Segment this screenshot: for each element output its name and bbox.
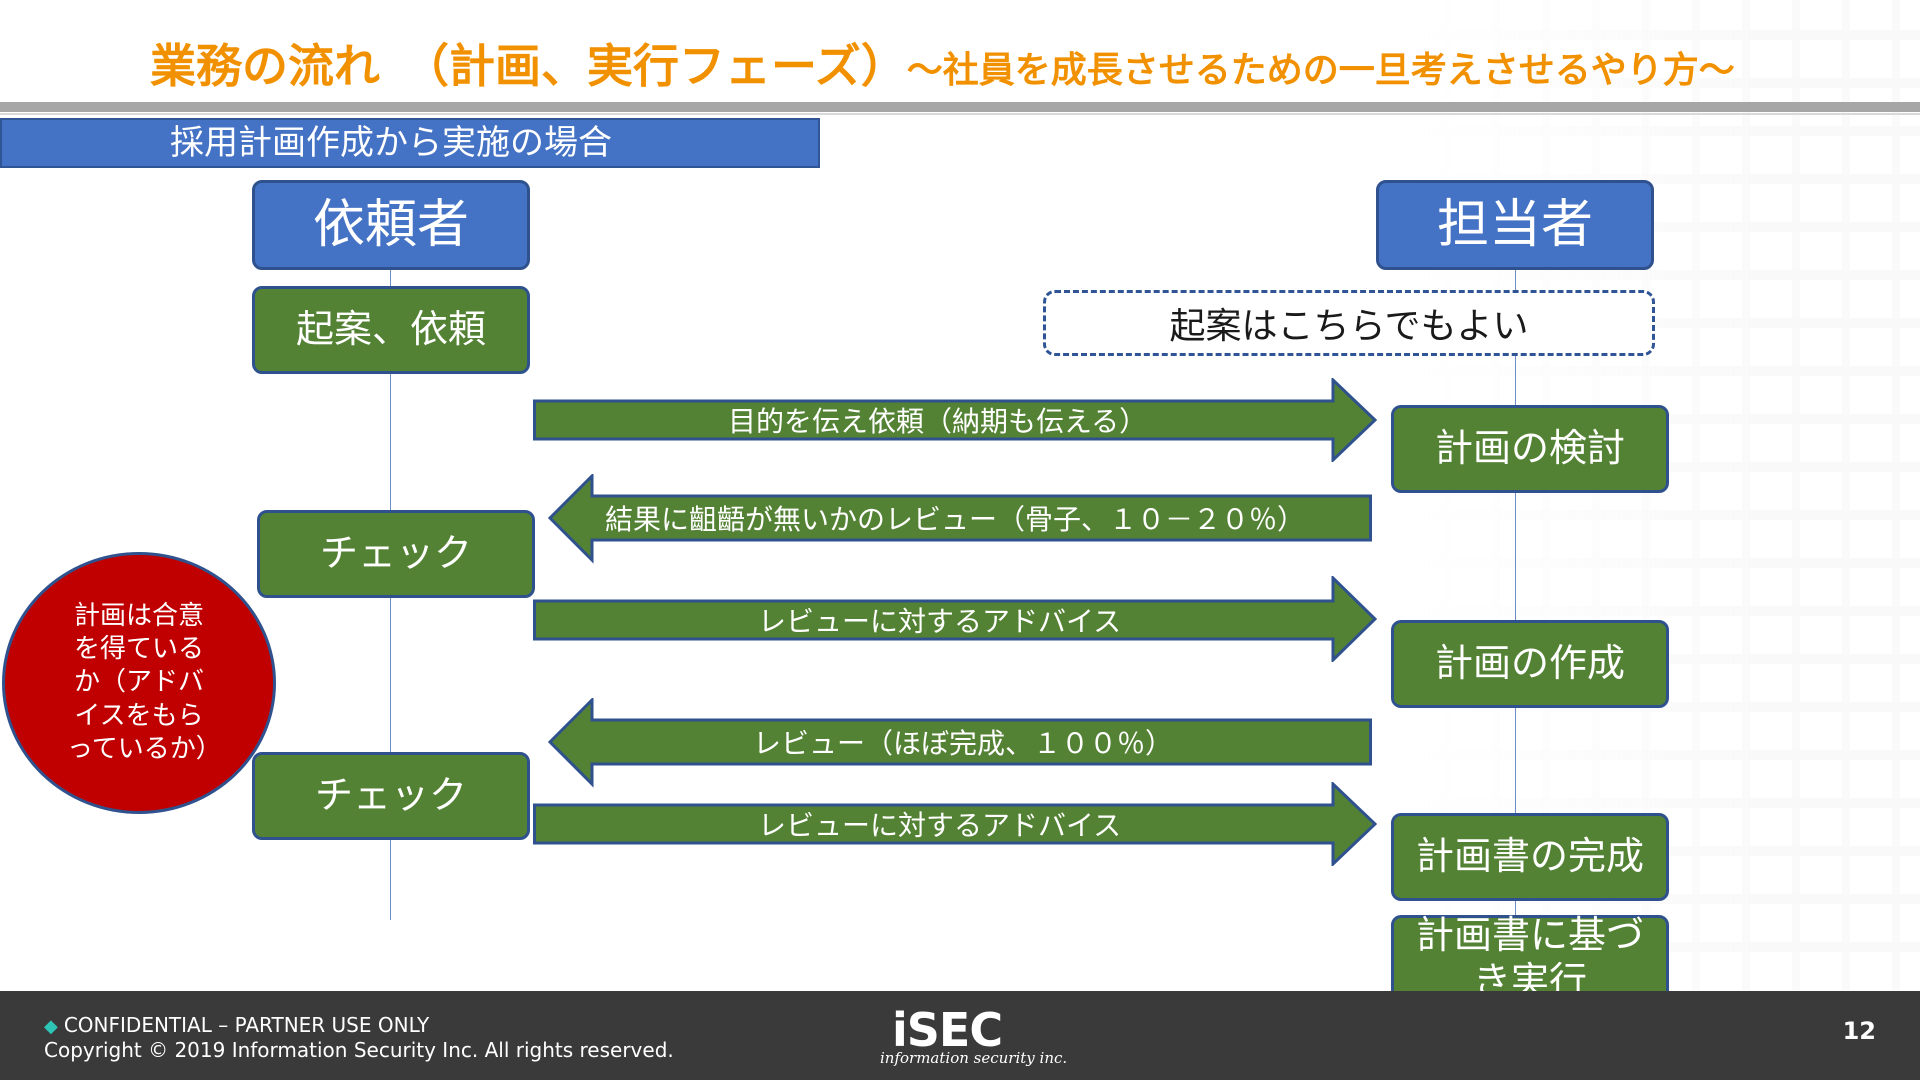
step-plan-complete: 計画書の完成 — [1391, 813, 1669, 901]
arrow-review-advice-1: レビューに対するアドバイス — [533, 576, 1378, 662]
arrow-review-near-complete: レビュー（ほぼ完成、１００％） — [547, 698, 1372, 788]
confidential-label: ◆CONFIDENTIAL – PARTNER USE ONLY — [44, 1013, 429, 1037]
draft-alternative-note: 起案はこちらでもよい — [1043, 290, 1655, 356]
arrow-request-purpose: 目的を伝え依頼（納期も伝える） — [533, 378, 1378, 462]
arrow-label: レビューに対するアドバイス — [758, 809, 1122, 842]
arrow-right-shape — [533, 782, 1378, 866]
arrow-label: レビューに対するアドバイス — [758, 605, 1122, 638]
step-plan-create: 計画の作成 — [1391, 620, 1669, 708]
confidential-text: CONFIDENTIAL – PARTNER USE ONLY — [63, 1013, 430, 1037]
company-logo: iSEC information security inc. — [880, 1003, 1067, 1069]
arrow-right-shape — [533, 378, 1378, 462]
step-check-2: チェック — [252, 752, 530, 840]
slide-title: 業務の流れ （計画、実行フェーズ）～社員を成長させるための一旦考えさせるやり方～ — [150, 30, 1735, 96]
arrow-label: 目的を伝え依頼（納期も伝える） — [728, 405, 1148, 438]
arrow-left-shape — [547, 474, 1372, 564]
footer: ◆CONFIDENTIAL – PARTNER USE ONLY Copyrig… — [0, 991, 1920, 1080]
logo-main: iSEC — [892, 1003, 1003, 1057]
arrow-label: 結果に齟齬が無いかのレビュー（骨子、１０－２０％） — [605, 503, 1306, 536]
section-banner: 採用計画作成から実施の場合 — [0, 118, 820, 168]
title-subtitle: ～社員を成長させるための一旦考えさせるやり方～ — [906, 50, 1735, 91]
step-plan-review: 計画の検討 — [1391, 405, 1669, 493]
title-divider-thin — [0, 113, 1920, 115]
diamond-icon: ◆ — [44, 1016, 58, 1037]
arrow-review-outline: 結果に齟齬が無いかのレビュー（骨子、１０－２０％） — [547, 474, 1372, 564]
arrow-left-shape — [547, 698, 1372, 788]
step-check-1: チェック — [257, 510, 535, 598]
title-divider — [0, 102, 1920, 112]
copyright: Copyright © 2019 Information Security In… — [44, 1038, 674, 1062]
page-number: 12 — [1842, 1017, 1876, 1045]
title-main: 業務の流れ （計画、実行フェーズ） — [150, 39, 907, 93]
actor-requester: 依頼者 — [252, 180, 530, 270]
arrow-right-shape — [533, 576, 1378, 662]
agreement-check-note: 計画は合意を得ているか（アドバイスをもらっているか） — [2, 552, 276, 814]
step-plan-execute: 計画書に基づき実行 — [1391, 913, 1669, 1003]
actor-assignee: 担当者 — [1376, 180, 1654, 270]
step-draft-request: 起案、依頼 — [252, 286, 530, 374]
arrow-review-advice-2: レビューに対するアドバイス — [533, 782, 1378, 866]
logo-tagline: information security inc. — [880, 1049, 1068, 1067]
arrow-label: レビュー（ほぼ完成、１００％） — [753, 727, 1174, 760]
